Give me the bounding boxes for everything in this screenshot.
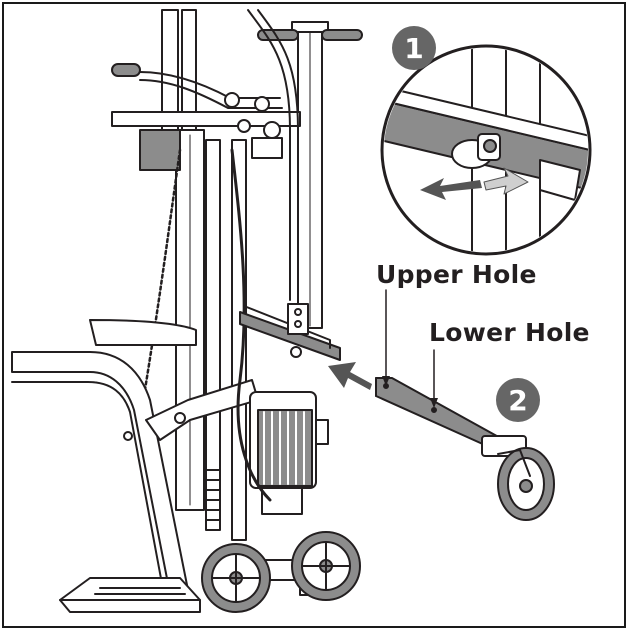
insertion-arrow [328,362,372,390]
main-column [291,21,329,329]
lower-hole-label: Lower Hole [429,318,590,347]
spring [205,469,221,531]
mounting-channel [239,303,341,361]
foot-plate [59,577,201,613]
top-handles [111,29,363,77]
wheel-arm [375,377,527,457]
step-2-number: 2 [508,383,528,417]
motor [249,391,329,515]
push-arrow-right [483,167,529,195]
right-wheel [291,531,361,601]
log-cradle [11,319,197,605]
left-wheel [201,543,271,613]
detail-magnifier [380,44,592,256]
step-1-number: 1 [404,31,424,65]
pull-arrow-left [420,178,482,200]
splitter-frame [111,9,301,541]
step-1-badge: 1 [392,26,436,70]
hydraulic-hose [230,148,272,502]
chain [138,148,182,422]
control-valves [224,92,283,159]
caster-wheel [497,447,555,521]
upper-hole-label: Upper Hole [376,260,537,289]
step-2-badge: 2 [496,378,540,422]
